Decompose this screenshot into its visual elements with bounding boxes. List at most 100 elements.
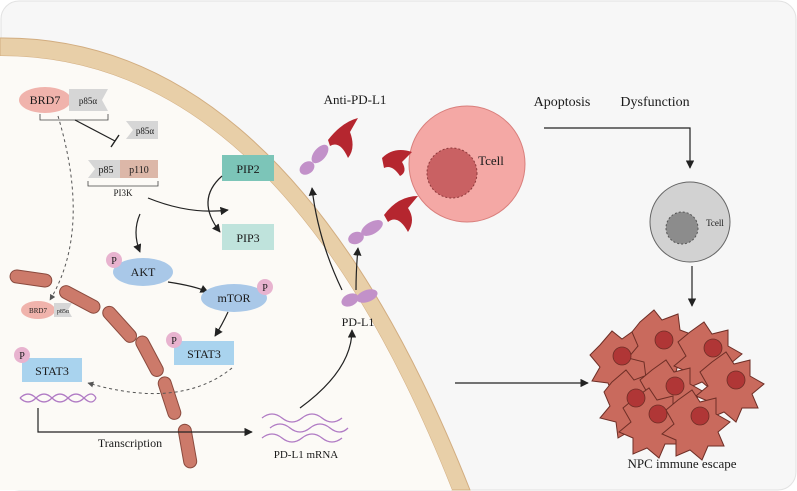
tumor-nuclei <box>612 330 746 426</box>
transcription-label: Transcription <box>98 436 162 450</box>
pdl1-upper-part1 <box>299 161 315 175</box>
akt-phospho-label: P <box>111 256 117 267</box>
brd7-label: BRD7 <box>30 93 61 107</box>
antibody-upper <box>328 118 358 158</box>
pdl1-mrna <box>261 413 349 443</box>
er-fragment-3 <box>102 305 137 343</box>
stat3-nucleus-node <box>22 358 82 382</box>
p85a-node-1 <box>69 89 108 111</box>
tcell-large-nucleus <box>426 147 478 199</box>
mrna-to-pdl1-arrow <box>299 329 357 409</box>
pi3k-label: PI3K <box>113 188 133 198</box>
pip3-label: PIP3 <box>236 231 259 245</box>
inhibition-bar <box>110 134 120 148</box>
pip3-node <box>222 224 274 250</box>
stat3-nucleus-phospho <box>14 347 30 363</box>
tcell-small-nucleus <box>665 211 699 245</box>
tumor-nucleus-4 <box>626 388 646 408</box>
p85a-small-node <box>54 303 72 317</box>
mrna-strand-1 <box>261 413 343 423</box>
pdl1-cyto-part2 <box>356 289 378 303</box>
akt-label: AKT <box>131 265 156 279</box>
pi3k-to-akt-arrow <box>133 213 142 253</box>
tumor-nucleus-6 <box>726 370 746 390</box>
stat3-nucleus-phospho-label: P <box>19 351 25 362</box>
p85a-small-label: p85α <box>57 309 70 315</box>
pip2-label: PIP2 <box>236 162 259 176</box>
tcell-large-label: Tcell <box>478 153 504 168</box>
mtor-label: mTOR <box>217 291 250 305</box>
dna-strand-1 <box>19 393 97 403</box>
mrna-strand-2 <box>269 423 349 433</box>
pdl1-membrane-upper <box>299 144 329 175</box>
pip2-to-pip3-arrow <box>207 175 223 233</box>
pi3k-to-pip-arrow <box>147 197 229 216</box>
pdl1-to-membrane-arrow-2 <box>353 247 362 291</box>
mtor-phospho <box>257 279 273 295</box>
anti-pdl1-label: Anti-PD-L1 <box>324 92 387 107</box>
mtor-phospho-label: P <box>262 283 268 294</box>
tcell-small-label: Tcell <box>706 218 724 228</box>
dysfunction-label: Dysfunction <box>620 95 689 110</box>
pdl1-mrna-label: PD-L1 mRNA <box>274 449 339 461</box>
pdl1-upper-part2 <box>311 144 329 164</box>
pdl1-cyto <box>341 289 378 307</box>
pi3k-complex: p85 p110 PI3K <box>87 160 159 198</box>
transcription-arrow <box>37 408 253 437</box>
stat3-cyto-phospho-label: P <box>171 336 177 347</box>
pi3k-bracket <box>87 181 159 187</box>
pdl1-to-membrane-arrow-1 <box>308 187 343 291</box>
tumor-nucleus-2 <box>654 330 674 350</box>
mtor-to-stat3-arrow <box>214 311 229 337</box>
p85a-label-1: p85α <box>79 96 98 106</box>
er-fragment-2 <box>59 285 101 314</box>
er-fragment-5 <box>157 376 182 420</box>
antibody-tcell <box>382 150 412 176</box>
akt-phospho <box>106 252 122 268</box>
stat3-cyto-node <box>174 341 234 365</box>
er-fragment-4 <box>135 335 164 377</box>
npc-escape-label: NPC immune escape <box>627 456 736 471</box>
tumor-cell-8 <box>661 389 731 461</box>
brd7-translocation-arrow <box>49 115 74 301</box>
brd7-node <box>19 87 71 113</box>
pdl1-label: PD-L1 <box>342 315 375 329</box>
tumor-nucleus-7 <box>648 404 668 424</box>
stat3-translocation-arrow <box>87 367 233 395</box>
brd7-bracket <box>39 114 109 121</box>
brd7-small-label: BRD7 <box>29 307 47 315</box>
antibody-lower <box>384 196 418 232</box>
pdl1-lower-part2 <box>361 220 383 236</box>
apoptosis-label: Apoptosis <box>534 95 591 110</box>
tumor-nucleus-8 <box>690 406 710 426</box>
stat3-cyto-phospho <box>166 332 182 348</box>
pip2-node <box>222 155 274 181</box>
tumor-nucleus-3 <box>703 338 723 358</box>
er-fragments <box>9 269 198 469</box>
mtor-node <box>201 284 267 312</box>
akt-node <box>113 258 173 286</box>
er-fragment-1 <box>9 269 53 288</box>
tcell-fate-arrow <box>544 127 695 169</box>
p85-node <box>88 160 120 178</box>
mrna-strand-3 <box>261 433 343 443</box>
inhibition-line <box>74 119 116 142</box>
tumor-nucleus-1 <box>612 346 632 366</box>
p110-label: p110 <box>129 165 149 176</box>
stat3-cyto-label: STAT3 <box>187 347 221 361</box>
p110-node <box>120 160 158 178</box>
brd7-small-node <box>21 301 55 319</box>
p85-label: p85 <box>99 165 114 176</box>
pdl1-membrane-lower <box>348 220 383 245</box>
pdl1-lower-part1 <box>348 231 364 245</box>
er-fragment-6 <box>177 423 198 469</box>
p85a-label-2: p85α <box>136 126 155 136</box>
stat3-nucleus-label: STAT3 <box>35 364 69 378</box>
brd7-complex: BRD7 p85α <box>19 87 109 121</box>
dna-strand-2 <box>19 393 97 403</box>
tumor-nucleus-5 <box>665 376 685 396</box>
pdl1-cyto-part1 <box>341 293 359 307</box>
p85a-node-2 <box>126 121 158 139</box>
